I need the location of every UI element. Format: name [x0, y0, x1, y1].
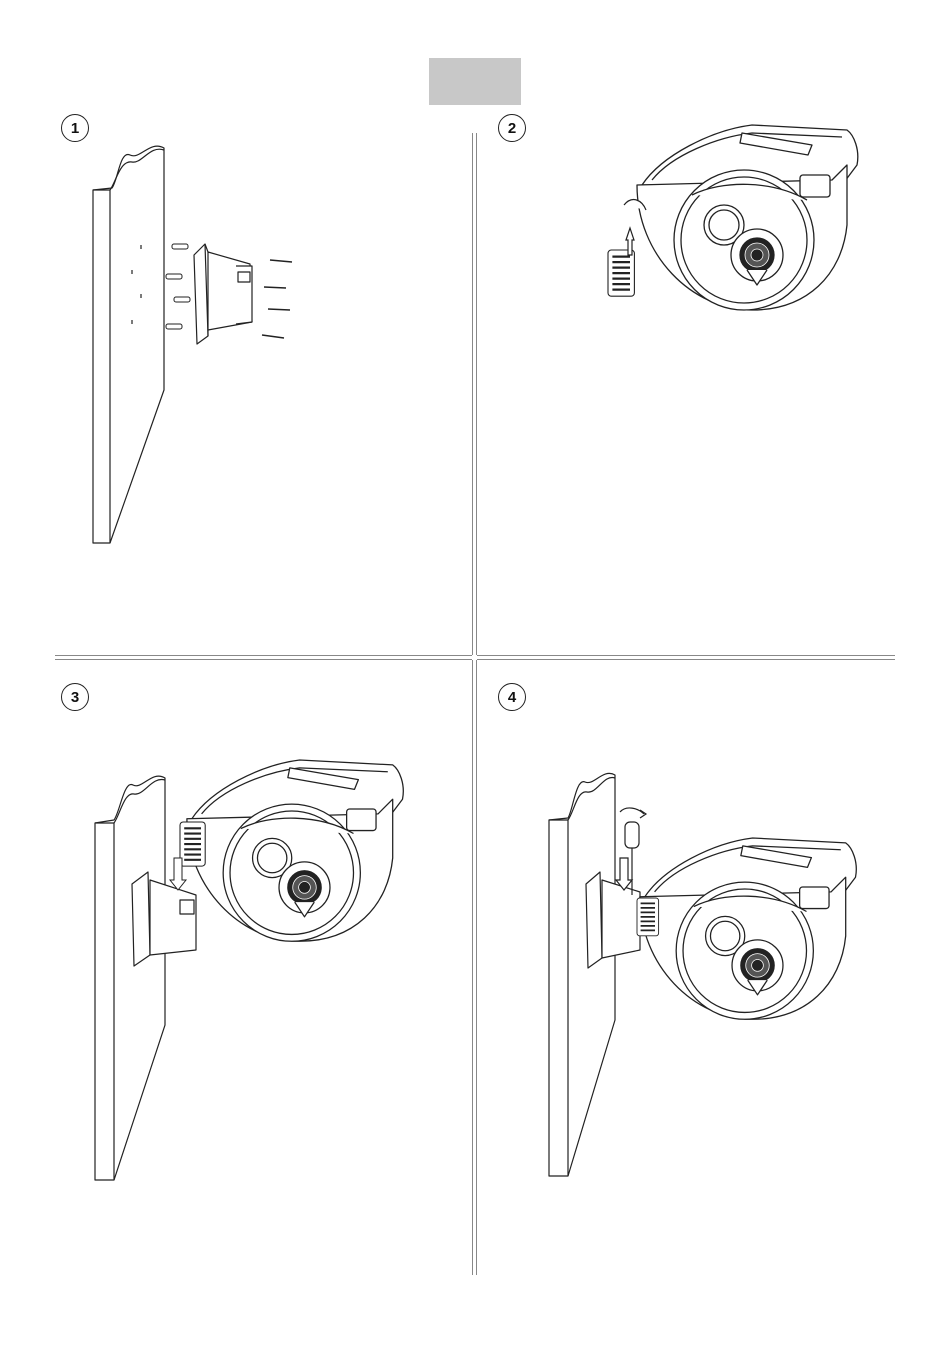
step-4-badge: 4 — [498, 683, 526, 711]
step-1-badge: 1 — [61, 114, 89, 142]
step-3-badge: 3 — [61, 683, 89, 711]
panel-divider-vertical-top — [472, 133, 477, 655]
section-tab — [429, 58, 521, 105]
panel-divider-vertical-bottom — [472, 660, 477, 1275]
panel-divider-horizontal-left — [55, 655, 472, 660]
step-2-badge: 2 — [498, 114, 526, 142]
panel-divider-horizontal-right — [477, 655, 895, 660]
